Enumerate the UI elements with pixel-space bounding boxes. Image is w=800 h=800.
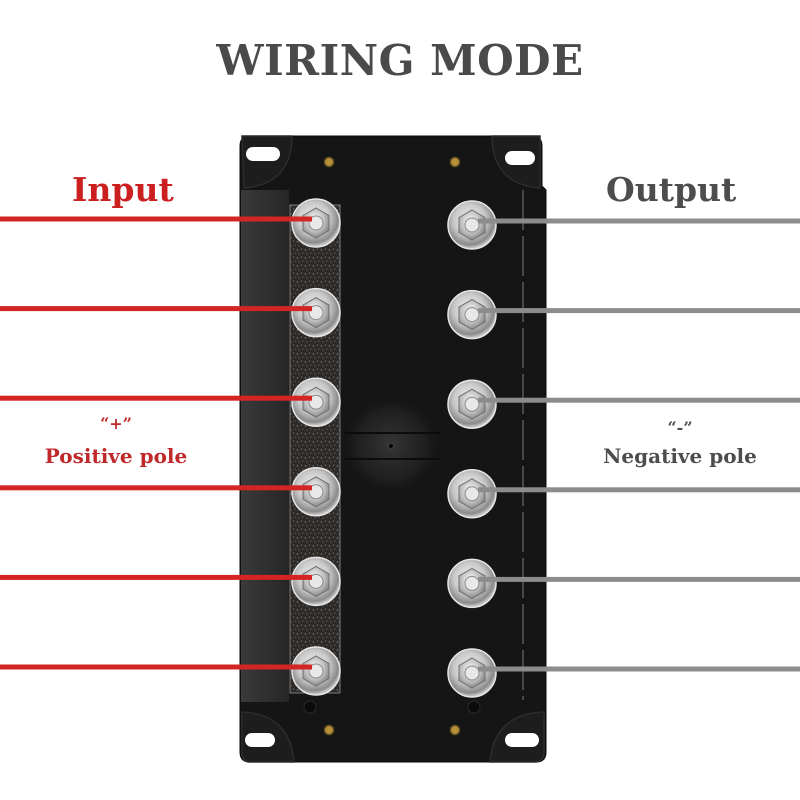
mount-slot-top-right[interactable] xyxy=(505,151,535,165)
stud xyxy=(308,215,324,231)
page-title: WIRING MODE xyxy=(216,36,584,85)
stud xyxy=(308,394,324,410)
output-terminal[interactable] xyxy=(447,558,497,609)
input-wire xyxy=(0,574,312,580)
input-wire xyxy=(0,395,312,401)
brass-insert xyxy=(323,724,335,736)
stud xyxy=(464,665,480,681)
negative-pole-symbol: “-” xyxy=(667,418,693,437)
output-terminal[interactable] xyxy=(447,289,497,340)
stud xyxy=(308,573,324,589)
stud xyxy=(464,217,480,233)
stud xyxy=(464,486,480,502)
brass-insert xyxy=(323,156,335,168)
input-terminal[interactable] xyxy=(291,646,341,696)
negative-pole-label: Negative pole xyxy=(603,444,757,468)
input-terminal[interactable] xyxy=(291,377,341,427)
output-terminal[interactable] xyxy=(447,648,497,698)
bus-bar xyxy=(289,204,341,694)
stud xyxy=(308,484,324,500)
input-terminal[interactable] xyxy=(291,198,341,248)
brass-insert xyxy=(449,156,461,168)
input-terminal[interactable] xyxy=(291,287,341,338)
stud xyxy=(308,305,324,321)
output-wire xyxy=(478,666,800,672)
output-wire xyxy=(478,487,800,493)
input-wire xyxy=(0,664,312,670)
screw-hole xyxy=(467,700,481,714)
mount-slot-bottom-right[interactable] xyxy=(505,733,539,747)
mount-slot-top-left[interactable] xyxy=(246,147,280,161)
stud xyxy=(464,575,480,591)
output-wire xyxy=(478,218,800,224)
block-left-rim xyxy=(241,190,289,702)
output-terminal[interactable] xyxy=(447,379,497,429)
stud xyxy=(464,396,480,412)
screw-hole xyxy=(303,700,317,714)
stud xyxy=(308,663,324,679)
output-terminal[interactable] xyxy=(447,200,497,250)
positive-pole-label: Positive pole xyxy=(44,444,188,468)
input-label: Input xyxy=(72,170,174,209)
output-wire xyxy=(478,308,800,314)
input-wire xyxy=(0,485,312,491)
input-terminal[interactable] xyxy=(291,556,341,607)
brass-insert xyxy=(449,724,461,736)
input-wire xyxy=(0,306,312,312)
input-terminal[interactable] xyxy=(291,467,341,517)
center-dimple xyxy=(388,443,394,449)
mount-slot-bottom-left[interactable] xyxy=(245,733,275,747)
terminals xyxy=(291,198,497,698)
output-label: Output xyxy=(606,170,737,209)
wires xyxy=(0,216,800,672)
output-terminal[interactable] xyxy=(447,469,497,519)
positive-pole-symbol: “+” xyxy=(100,414,132,433)
output-wire xyxy=(478,397,800,403)
stud xyxy=(464,307,480,323)
input-wire xyxy=(0,216,312,222)
output-wire xyxy=(478,576,800,582)
